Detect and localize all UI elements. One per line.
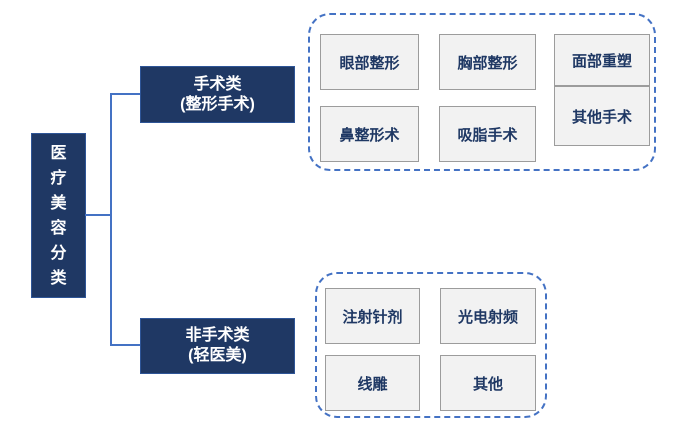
item-eye-plastic-surgery: 眼部整形	[320, 34, 419, 90]
item-other-surgery: 其他手术	[554, 86, 650, 146]
item-facial-remodeling: 面部重塑	[554, 34, 650, 86]
root-node-char: 容	[50, 219, 67, 237]
item-injections: 注射针剂	[325, 288, 420, 344]
connector-trunk-vertical	[110, 93, 112, 346]
item-chest-plastic-surgery: 胸部整形	[439, 34, 536, 90]
item-other: 其他	[440, 355, 536, 411]
root-node-char: 医	[50, 144, 67, 162]
root-node-char: 美	[50, 194, 67, 212]
item-thread-lift: 线雕	[325, 355, 420, 411]
connector-nonsurgery-horizontal	[112, 344, 140, 346]
branch-node-surgery: 手术类 (整形手术)	[140, 66, 295, 123]
root-node-char: 分	[50, 244, 67, 262]
item-liposuction: 吸脂手术	[439, 106, 536, 162]
group-nonsurgery-items: 注射针剂 光电射频 线雕 其他	[315, 272, 547, 418]
branch-node-nonsurgery-subtitle: (轻医美)	[188, 347, 247, 364]
branch-node-surgery-subtitle: (整形手术)	[180, 95, 255, 113]
root-node-medical-beauty-classification: 医 疗 美 容 分 类	[31, 133, 86, 298]
root-node-char: 类	[50, 269, 67, 287]
branch-node-nonsurgery-title: 非手术类	[185, 327, 250, 344]
item-rhinoplasty: 鼻整形术	[320, 106, 419, 162]
group-surgery-items: 眼部整形 胸部整形 面部重塑 鼻整形术 吸脂手术 其他手术	[308, 13, 656, 171]
branch-node-surgery-title: 手术类	[193, 75, 242, 93]
connector-surgery-horizontal	[112, 93, 140, 95]
connector-root-horizontal	[85, 214, 111, 216]
branch-node-nonsurgery: 非手术类 (轻医美)	[140, 318, 295, 374]
root-node-char: 疗	[50, 169, 67, 187]
item-photoelectric-rf: 光电射频	[440, 288, 536, 344]
